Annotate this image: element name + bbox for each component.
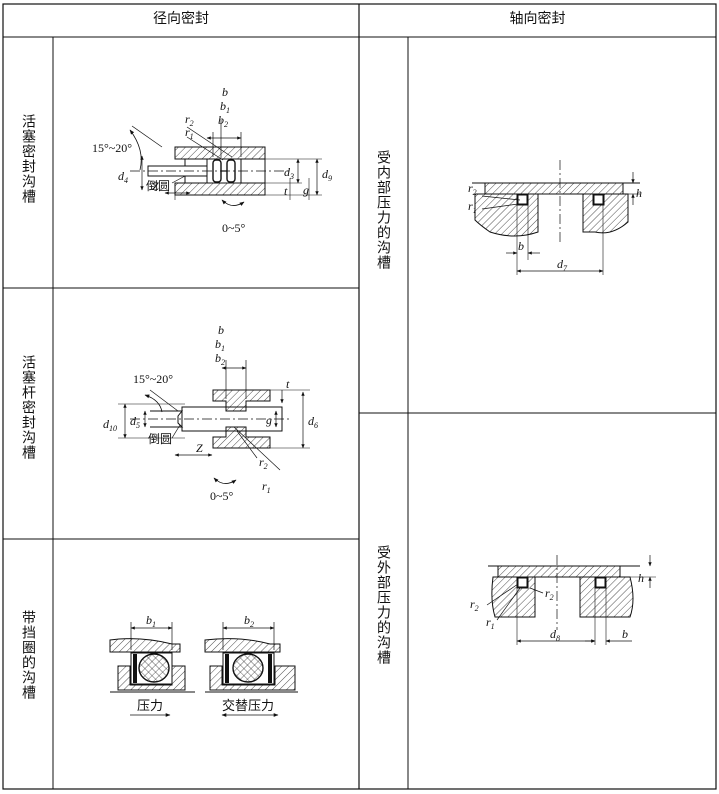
rod-radius-r2: r2 [259,455,268,471]
header-axial-seal: 轴向密封 [509,11,566,27]
inner-dim-d7: d7 [557,257,568,273]
rod-dim-d6: d6 [308,414,318,430]
piston-dim-d3: d3 [284,165,294,181]
outer-dim-h: h [638,571,644,585]
inner-dim-b: b [518,239,524,253]
piston-dim-z: Z [152,179,159,193]
row-label-backup-ring-groove: 带挡圈的沟槽 [20,610,36,700]
rod-radius-r1: r1 [262,479,271,495]
outer-radius-r2-center: r2 [545,586,554,602]
rod-dim-d5: d5 [130,414,140,430]
piston-angle-label: 15°~20° [92,141,132,155]
rod-dim-b1: b1 [215,337,225,353]
piston-dim-t: t [284,184,288,198]
row-label-external-pressure-groove: 受外部压力的沟槽 [375,545,391,665]
piston-radius-r2: r2 [185,112,194,128]
inner-radius-r1: r1 [468,199,477,215]
rod-dim-b2: b2 [215,351,225,367]
header-radial-seal: 径向密封 [153,11,209,27]
inner-dim-h: h [636,186,642,200]
outer-dim-b: b [622,627,628,641]
ring-label-pressure: 压力 [137,698,163,713]
outer-radius-r2-left: r2 [470,597,479,613]
piston-dim-b: b [222,85,228,99]
ring-dim-b2: b2 [244,613,254,629]
piston-dim-d9: d9 [322,167,332,183]
piston-dim-b2: b2 [218,113,228,129]
row-label-rod-groove: 活塞杆密封沟槽 [20,355,36,460]
row-label-piston-groove: 活塞密封沟槽 [20,114,36,204]
piston-dim-g: g [303,183,309,197]
rod-dim-b: b [218,323,224,337]
piston-chamfer-label: 倒圆 [146,179,170,193]
ring-label-alternating-pressure: 交替压力 [222,698,274,713]
outer-radius-r1: r1 [486,615,495,631]
piston-dim-b1: b1 [220,99,230,115]
rod-chamfer-label: 倒圆 [148,432,172,446]
row-label-internal-pressure-groove: 受内部压力的沟槽 [375,150,391,270]
piston-angle2-label: 0~5° [222,221,245,235]
piston-dim-d4: d4 [118,169,128,185]
rod-dim-t: t [286,377,290,391]
outer-dim-d8: d8 [550,627,560,643]
rod-dim-z: Z [196,441,203,455]
rod-angle2-label: 0~5° [210,489,233,503]
rod-dim-d10: d10 [103,417,117,433]
piston-radius-r1: r1 [185,125,194,141]
rod-angle-label: 15°~20° [133,372,173,386]
ring-dim-b1: b1 [146,613,156,629]
inner-radius-r2: r2 [468,181,477,197]
rod-dim-g: g [266,413,272,427]
